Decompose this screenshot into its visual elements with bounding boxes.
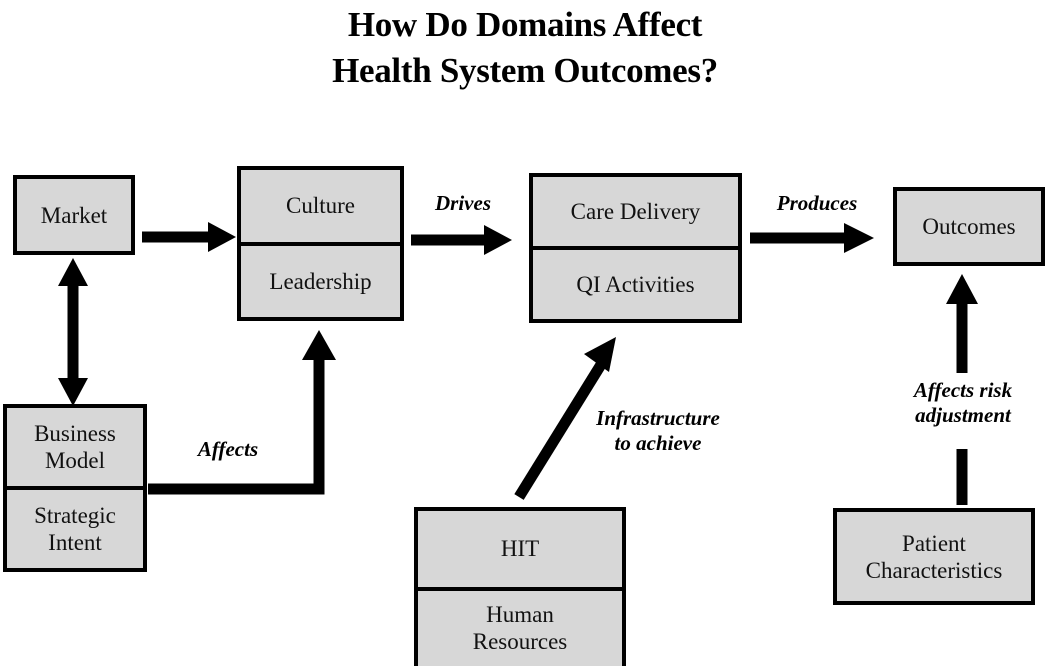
node-patient-characteristics[interactable]: Patient Characteristics [833,508,1035,605]
title-line-2: Health System Outcomes? [332,51,718,90]
node-care-delivery[interactable]: Care Delivery QI Activities [529,173,742,323]
node-culture-leadership[interactable]: Culture Leadership [237,166,404,321]
node-hit[interactable]: HIT Human Resources [414,507,626,666]
node-hit-row-1: Human Resources [418,586,622,666]
arrow-culture-to-care-drives [411,225,512,255]
arrow-business-to-culture-affects [148,330,336,495]
arrow-care-to-outcomes-produces [750,223,874,253]
arrow-market-to-culture [142,222,236,252]
label-affects: Affects [197,437,259,461]
node-market-row-0: Market [40,202,108,228]
node-culture-row-0: Culture [286,193,355,219]
node-business-row-1: Strategic Intent [7,486,143,568]
node-care-row-1: QI Activities [533,246,738,319]
node-hit-row-0: HIT [500,536,540,562]
node-outcomes-row-0: Outcomes [922,214,1016,239]
arrow-market-business-bidirectional [58,258,88,406]
label-affects-risk-adjustment: Affects risk adjustment [913,378,1013,427]
node-culture-row-1: Leadership [241,241,400,318]
label-infrastructure-to-achieve: Infrastructure to achieve [596,406,720,455]
node-patient-row-0: Patient Characteristics [865,530,1003,583]
page-title: How Do Domains Affect Health System Outc… [0,2,1050,94]
node-business-model[interactable]: Business Model Strategic Intent [3,404,147,572]
node-market[interactable]: Market [13,175,135,255]
node-business-row-0: Business Model [34,421,116,473]
label-drives: Drives [435,191,491,215]
node-care-row-0: Care Delivery [570,199,701,224]
label-produces: Produces [776,191,858,215]
title-line-1: How Do Domains Affect [347,5,703,44]
node-outcomes[interactable]: Outcomes [893,187,1045,266]
